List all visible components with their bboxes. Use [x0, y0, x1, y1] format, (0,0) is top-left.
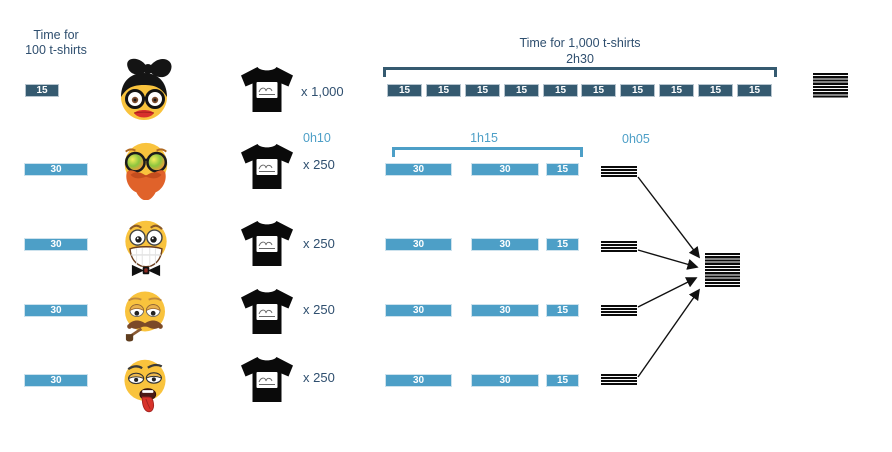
work-bar: 15 [546, 238, 579, 251]
tshirt-icon [241, 289, 293, 335]
tshirt-icon [241, 144, 293, 190]
worker-time-bar: 30 [24, 238, 88, 251]
work-bar: 15 [546, 163, 579, 176]
right-header-title: Time for 1,000 t-shirts [519, 36, 641, 50]
left-header: Time for 100 t-shirts [8, 28, 104, 58]
timeline-bar: 15 [504, 84, 539, 97]
work-bar: 30 [471, 304, 539, 317]
work-bar: 30 [471, 163, 539, 176]
work-bar: 30 [385, 238, 452, 251]
left-header-line1: Time for [33, 28, 79, 42]
persona-sleepy-tongue-icon [117, 354, 173, 416]
timeline-bar: 15 [387, 84, 422, 97]
worker-output-stack-icon [601, 374, 637, 385]
work-bar: 30 [471, 374, 539, 387]
worker-output-stack-icon [601, 241, 637, 252]
worker-output-stack-icon [601, 166, 637, 177]
persona-hipster-rainbow-glasses-icon [117, 138, 175, 200]
persona-woman-bow-glasses-icon [114, 54, 178, 124]
work-bar: 15 [546, 304, 579, 317]
work-bar: 30 [471, 238, 539, 251]
timeline-bar: 15 [620, 84, 655, 97]
worker-count-label: x 250 [303, 157, 335, 172]
merged-output-stack-icon [705, 253, 740, 287]
tshirt-icon [241, 67, 293, 113]
work-bar: 30 [385, 163, 452, 176]
timeline-bar: 15 [543, 84, 578, 97]
worker-count-label: x 250 [303, 370, 335, 385]
tshirt-icon [241, 357, 293, 403]
worker-count-label: x 250 [303, 236, 335, 251]
total-time-bracket [383, 67, 777, 77]
timeline-bar: 15 [426, 84, 461, 97]
persona-tired-mustache-pipe-icon [117, 286, 173, 346]
worker-count-label: x 250 [303, 302, 335, 317]
serial-count-label: x 1,000 [301, 84, 344, 99]
tshirt-icon [241, 221, 293, 267]
timeline-bar: 15 [737, 84, 772, 97]
worker-time-bar: 30 [24, 374, 88, 387]
serial-output-stack-icon [813, 73, 848, 98]
worker-output-stack-icon [601, 305, 637, 316]
worker-time-bar: 30 [24, 304, 88, 317]
timeline-bar: 15 [698, 84, 733, 97]
work-time-label: 1h15 [470, 131, 498, 145]
work-bar: 30 [385, 374, 452, 387]
timeline-bar: 15 [659, 84, 694, 97]
total-time-label: 2h30 [566, 52, 594, 66]
timeline-bar: 15 [465, 84, 500, 97]
left-header-line2: 100 t-shirts [25, 43, 87, 57]
persona-grinning-bowtie-icon [117, 216, 175, 278]
serial-time-bar: 15 [25, 84, 59, 97]
work-bar: 30 [385, 304, 452, 317]
work-time-bracket [392, 147, 583, 157]
merge-time-label: 0h05 [622, 132, 650, 146]
timeline-bar: 15 [581, 84, 616, 97]
setup-time-label: 0h10 [303, 131, 331, 145]
work-bar: 15 [546, 374, 579, 387]
worker-time-bar: 30 [24, 163, 88, 176]
